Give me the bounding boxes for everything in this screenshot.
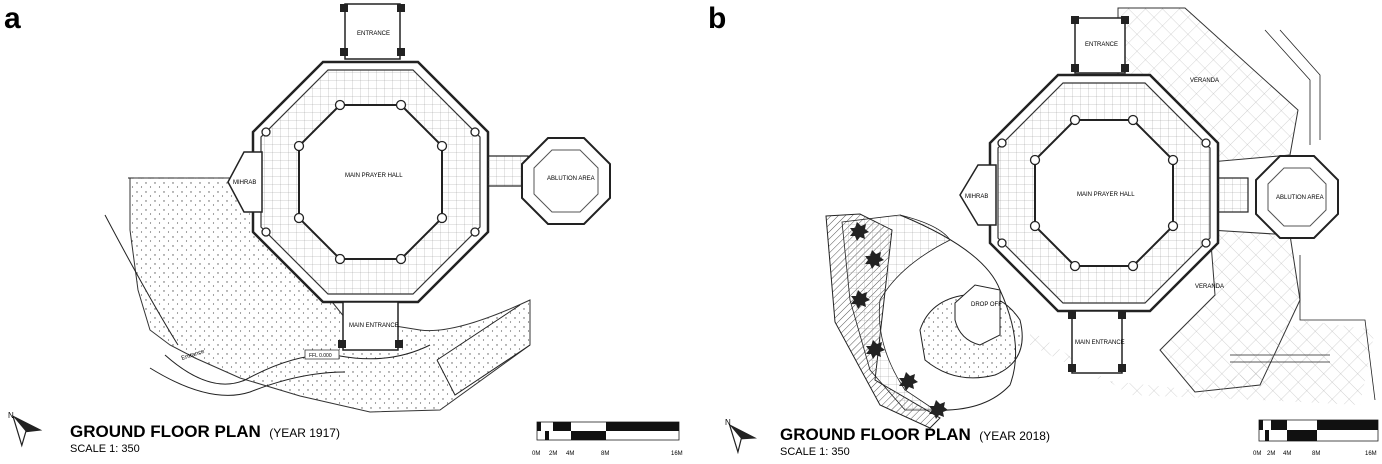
panel-a-north-arrow-icon <box>12 415 43 448</box>
panel-b-main-entrance <box>1071 310 1123 374</box>
panel-b-scale: SCALE 1: 350 <box>780 446 850 458</box>
panel-a-mihrab <box>227 151 263 213</box>
panel-b-scale-bar <box>1258 419 1379 442</box>
panel-a-mihrab-label: MIHRAB <box>233 180 256 186</box>
panel-a-title-line: GROUND FLOOR PLAN (YEAR 1917) <box>70 422 340 441</box>
panel-b-main-hall-label: MAIN PRAYER HALL <box>1077 192 1135 198</box>
panel-a-tick-1: 2M <box>549 451 557 457</box>
panel-a-tick-4: 16M <box>671 451 683 457</box>
panel-b-veranda-top-label: VERANDA <box>1190 78 1219 84</box>
panel-b-north-label: N <box>725 418 731 427</box>
panel-b-tick-0: 0M <box>1253 451 1261 457</box>
panel-a-letter: a <box>4 2 21 35</box>
panel-b-mihrab-label: MIHRAB <box>965 194 988 200</box>
panel-b-year: (YEAR 2018) <box>979 429 1050 443</box>
panel-b-drop-off-label: DROP OFF <box>971 302 1002 308</box>
panel-a-main-hall-label: MAIN PRAYER HALL <box>345 173 403 179</box>
panel-b-veranda-bottom-label: VERANDA <box>1195 284 1224 290</box>
panel-a: a Entrance FFL 0.000 MAIN PRAYER HALL EN… <box>4 2 683 457</box>
panel-b-tick-1: 2M <box>1267 451 1275 457</box>
panel-b-entrance-label: ENTRANCE <box>1085 42 1118 48</box>
panel-b-north-arrow-icon <box>728 423 757 455</box>
panel-b-letter: b <box>708 2 726 35</box>
panel-a-entrance-label: ENTRANCE <box>357 31 390 37</box>
panel-a-scale-bar <box>536 421 680 441</box>
panel-a-scale: SCALE 1: 350 <box>70 443 140 455</box>
panel-b-tick-4: 16M <box>1365 451 1377 457</box>
panel-b-tick-3: 8M <box>1312 451 1320 457</box>
panel-a-tick-2: 4M <box>566 451 574 457</box>
panel-a-level-label: FFL 0.000 <box>309 353 332 359</box>
panel-a-tick-3: 8M <box>601 451 609 457</box>
panel-a-title: GROUND FLOOR PLAN <box>70 422 261 441</box>
panel-a-main-entrance <box>342 301 399 351</box>
panel-b: b DROP OFF <box>708 2 1379 458</box>
panel-b-main-entrance-label: MAIN ENTRANCE <box>1075 340 1125 346</box>
panel-a-entrance <box>344 3 401 60</box>
panel-b-entrance <box>1074 17 1126 74</box>
panel-a-ablution-label: ABLUTION AREA <box>547 176 595 182</box>
panel-b-title-line: GROUND FLOOR PLAN (YEAR 2018) <box>780 425 1050 444</box>
panel-b-ablution-label: ABLUTION AREA <box>1276 195 1324 201</box>
panel-a-inner-hall <box>298 104 443 260</box>
panel-b-trees <box>850 222 948 419</box>
panel-a-main-entrance-label: MAIN ENTRANCE <box>349 323 399 329</box>
panel-a-year: (YEAR 1917) <box>269 426 340 440</box>
panel-b-title: GROUND FLOOR PLAN <box>780 425 971 444</box>
panel-a-site-ground <box>129 177 531 413</box>
panel-a-north-label: N <box>8 411 14 420</box>
panel-a-tick-0: 0M <box>532 451 540 457</box>
panel-b-mihrab <box>959 164 997 226</box>
panel-b-tick-2: 4M <box>1283 451 1291 457</box>
